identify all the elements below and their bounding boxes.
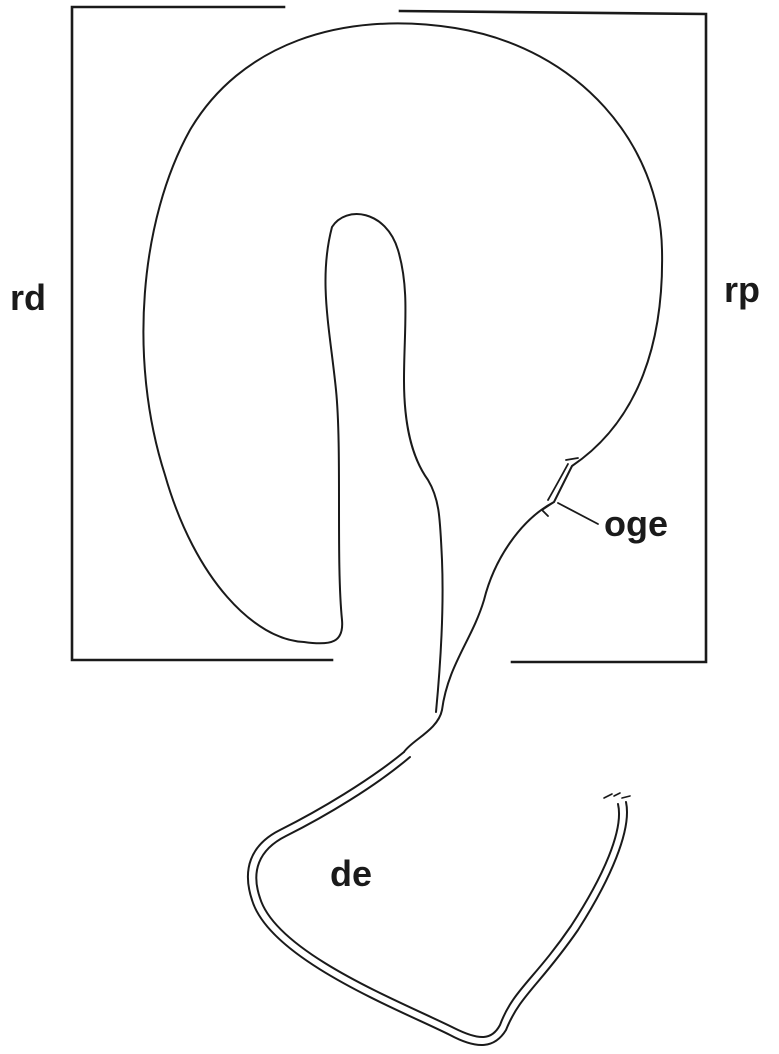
duct-inner-line bbox=[256, 757, 619, 1037]
duct-outer-line bbox=[248, 752, 627, 1045]
organ-outline bbox=[143, 23, 662, 752]
bracket-rp bbox=[400, 11, 706, 662]
label-rd: rd bbox=[10, 277, 46, 318]
duct-end-mark bbox=[604, 793, 630, 798]
oge-leader-line bbox=[558, 503, 598, 524]
label-rp: rp bbox=[724, 269, 760, 310]
label-de: de bbox=[330, 853, 372, 894]
label-oge: oge bbox=[604, 503, 668, 544]
